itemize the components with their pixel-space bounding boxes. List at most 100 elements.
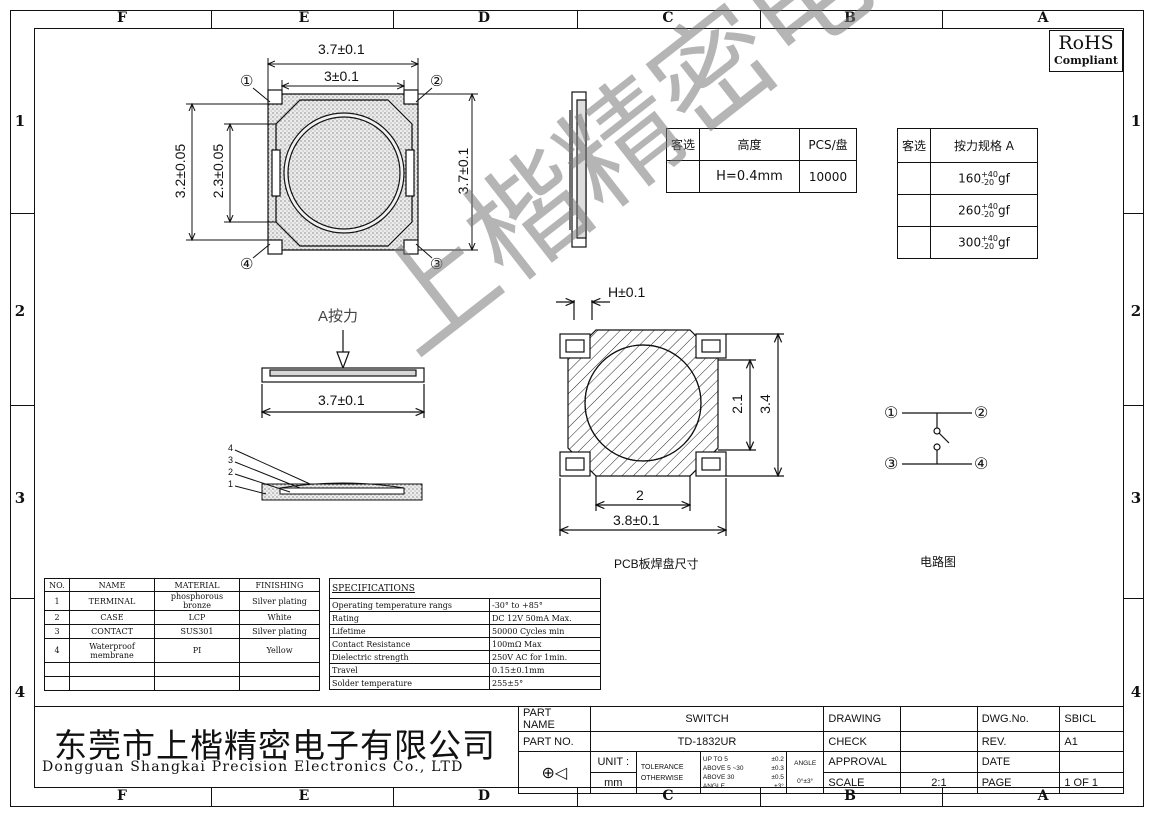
drawing-label: DRAWING: [823, 706, 902, 732]
materials-header: MATERIAL: [154, 578, 240, 592]
check-value: [900, 731, 978, 752]
zone-tick: [393, 788, 394, 807]
zone-number-left: 4: [14, 683, 26, 701]
force-table-check: [897, 226, 931, 259]
spec-value: 50000 Cycles min: [489, 624, 601, 638]
materials-cell: [44, 662, 70, 677]
specs-body: Operating temperature rangs-30° to +85°R…: [329, 598, 601, 690]
zone-tick: [942, 10, 943, 28]
part-no-label: PART NO.: [518, 731, 591, 752]
materials-row: [44, 676, 320, 691]
zone-tick: [760, 788, 761, 807]
layer-label: 4: [228, 443, 234, 453]
zone-tick: [577, 788, 578, 807]
materials-cell: LCP: [154, 610, 240, 625]
force-base: 160: [958, 171, 982, 185]
tolerance-row: ANGLE±3°: [703, 782, 784, 791]
spec-value: 250V AC for 1min.: [489, 650, 601, 664]
company-name-cn: 东莞市上楷精密电子有限公司: [54, 726, 496, 765]
zone-letter-top: B: [844, 10, 856, 26]
force-tol-plus: +40: [981, 169, 998, 179]
zone-tick: [10, 598, 34, 599]
zone-letter-top: D: [477, 10, 491, 26]
tolerance-range: ANGLE: [702, 782, 725, 790]
spec-value: DC 12V 50mA Max.: [489, 611, 601, 625]
pcb-caption: PCB板焊盘尺寸: [614, 557, 699, 571]
tolerance-labels: TOLERANCE OTHERWISE: [635, 751, 701, 794]
rohs-badge: RoHS Compliant: [1049, 30, 1123, 72]
spec-name: Lifetime: [329, 624, 490, 638]
force-base: 300: [958, 235, 982, 249]
zone-number-right: 4: [1130, 683, 1142, 701]
unit-label: UNIT :: [589, 751, 637, 773]
materials-cell: [69, 662, 155, 677]
materials-cell: SUS301: [154, 624, 240, 639]
height-table-header: PCS/盘: [799, 128, 857, 161]
page-value: 1 OF 1: [1059, 772, 1124, 794]
zone-letter-bottom: D: [477, 788, 491, 804]
zone-letter-bottom: B: [844, 788, 856, 804]
materials-header: NO.: [44, 578, 70, 592]
zone-number-left: 2: [14, 302, 26, 320]
height-table: 客选 高度 PCS/盘 H=0.4mm 10000: [666, 128, 857, 193]
materials-cell: CONTACT: [69, 624, 155, 639]
zone-number-right: 2: [1130, 302, 1142, 320]
force-table-header: 按力规格 A: [930, 128, 1038, 163]
rev-label: REV.: [976, 731, 1061, 752]
tolerance-label: TOLERANCE: [640, 763, 684, 771]
force-table-check: [897, 162, 931, 195]
dim-height-left-inner: 2.3±0.05: [210, 143, 226, 199]
zone-letter-bottom: C: [662, 788, 674, 804]
spec-value: 255±5°: [489, 676, 601, 690]
materials-cell: Silver plating: [239, 624, 320, 639]
spec-value: -30° to +85°: [489, 598, 601, 612]
spec-name: Contact Resistance: [329, 637, 490, 651]
layer-label: 2: [228, 467, 234, 477]
materials-cell: [69, 676, 155, 691]
materials-cell: [44, 676, 70, 691]
zone-tick: [760, 10, 761, 28]
tolerance-row: UP TO 5±0.2: [703, 755, 784, 764]
materials-header: NAME: [69, 578, 155, 592]
rev-value: A1: [1059, 731, 1124, 752]
force-tol-minus: -20: [981, 209, 995, 219]
force-tol-minus: -20: [981, 177, 995, 187]
angle-value: 0°±3°: [797, 777, 814, 785]
materials-cell: TERMINAL: [69, 591, 155, 611]
scale-value: 2:1: [900, 772, 978, 794]
force-unit: gf: [997, 171, 1010, 185]
layer-section: [234, 449, 423, 501]
page-label: PAGE: [976, 772, 1061, 794]
pin-2-label: ②: [430, 73, 444, 90]
pcb-dim-h: H±0.1: [608, 284, 646, 300]
zone-letter-top: F: [117, 10, 127, 26]
materials-cell: Silver plating: [239, 591, 320, 611]
spec-name: Solder temperature: [329, 676, 490, 690]
zone-number-right: 1: [1130, 112, 1142, 130]
materials-cell: [154, 676, 240, 691]
zone-tick: [211, 788, 212, 807]
height-table-cell: [666, 160, 700, 193]
layer-label: 3: [228, 455, 234, 465]
height-table-header: 客选: [666, 128, 700, 161]
circuit-caption: 电路图: [920, 555, 957, 569]
part-no-value: TD-1832UR: [589, 731, 825, 752]
side-dim-width: 3.7±0.1: [318, 392, 365, 408]
tolerance-range: UP TO 5: [702, 755, 728, 763]
zone-tick: [10, 405, 34, 406]
circuit-pin-1: ①: [884, 405, 899, 422]
side-profile-vertical: [569, 91, 587, 248]
materials-cell: [239, 676, 320, 691]
